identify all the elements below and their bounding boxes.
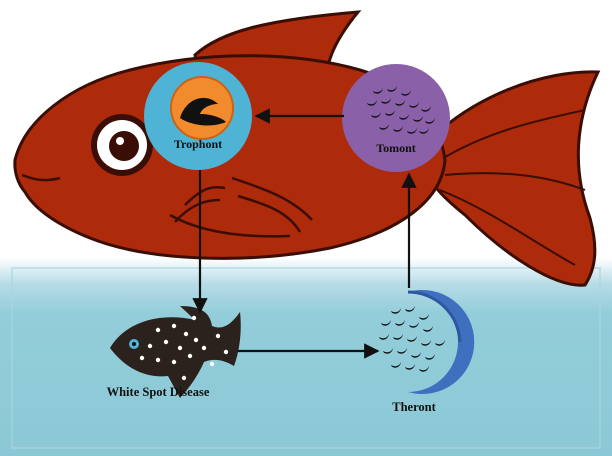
- water-background: [0, 258, 612, 456]
- fish-eye: [91, 114, 153, 176]
- theront-label: Theront: [392, 400, 436, 414]
- tomont-label: Tomont: [376, 141, 416, 155]
- tomont-circle: [342, 64, 450, 172]
- disease-label: White Spot Disease: [107, 385, 210, 399]
- trophont-stage: [144, 62, 252, 170]
- tomont-stage: [342, 64, 450, 172]
- trophont-label: Trophont: [174, 137, 222, 151]
